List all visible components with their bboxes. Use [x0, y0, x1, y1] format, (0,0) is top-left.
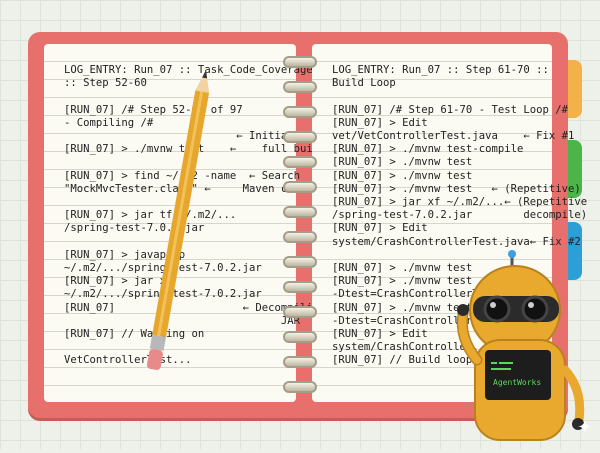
log-line: Build Loop	[332, 77, 396, 90]
log-line: VetControllerTest...	[64, 354, 192, 367]
spiral-ring	[283, 331, 317, 343]
log-line: [RUN_07] > ./mvnw test ← (Repetitive)	[332, 182, 581, 195]
spiral-ring	[283, 256, 317, 268]
log-line: [RUN_07] > ./mvnw test	[332, 301, 473, 314]
spiral-ring	[283, 206, 317, 218]
pencil-icon	[146, 70, 210, 370]
log-line: -Dtest=CrashControllerTest	[332, 314, 498, 327]
log-line: LOG_ENTRY: Run_07 :: Task_Code_Coverage	[64, 64, 313, 76]
log-line: [RUN_07] > ./mvnw test ← full build	[64, 143, 326, 156]
log-line: JAR	[64, 314, 300, 327]
log-line	[64, 90, 290, 103]
right-page-log-text: LOG_ENTRY: Run_07 :: Step 61-70 ::Build …	[332, 64, 588, 368]
left-page: LOG_ENTRY: Run_07 :: Task_Code_Coverage:…	[44, 44, 326, 402]
spiral-ring	[283, 81, 317, 93]
log-line: [RUN_07] > Edit	[332, 328, 428, 341]
log-line: [RUN_07] > ./mvnw test	[332, 169, 473, 182]
spiral-ring	[283, 181, 317, 193]
spiral-ring	[283, 56, 317, 68]
spiral-ring	[283, 306, 317, 318]
log-line: [RUN_07] > Edit	[332, 222, 428, 235]
log-line: [RUN_07] /# Step 61-70 - Test Loop /#	[332, 103, 568, 116]
spiral-ring	[283, 281, 317, 293]
log-line	[64, 156, 290, 169]
log-line: vet/VetControllerTest.java ← Fix #1	[332, 130, 575, 142]
log-line: :: Step 52-60	[64, 77, 147, 90]
spiral-ring	[283, 381, 317, 393]
log-line: [RUN_07] // Build loop	[332, 354, 473, 367]
log-line	[64, 341, 290, 354]
log-line: system/CrashControllerTest.java← Fix #2	[332, 235, 581, 248]
log-line: [RUN_07] > ./mvnw test-compile	[332, 143, 524, 156]
log-line: - Compiling /#	[64, 116, 154, 129]
log-line: [RUN_07] ← Decompiling	[64, 301, 326, 314]
log-line: [RUN_07] > ./mvnw test	[332, 262, 473, 275]
log-line: /spring-test-7.0.2.jar	[64, 222, 205, 235]
log-line: [RUN_07] > jar tf ~/.m2/...	[64, 209, 237, 222]
log-line	[332, 90, 546, 103]
robot-mascot: AgentWorks	[455, 250, 600, 449]
log-line: [RUN_07] > Edit	[332, 116, 428, 129]
log-line: ~/.m2/.../spring-test-7.0.2.jar	[64, 288, 290, 301]
log-line: -Dtest=CrashControllerTest	[332, 288, 498, 301]
log-line: [RUN_07] // Waiting on	[64, 328, 205, 340]
log-line: LOG_ENTRY: Run_07 :: Step 61-70 ::	[332, 64, 549, 76]
log-line: /spring-test-7.0.2.jar decompile)	[332, 209, 588, 222]
spiral-ring	[283, 231, 317, 243]
log-line: [RUN_07] > jar xf ~/.m2/...← (Repetitive	[332, 196, 588, 209]
log-line: ~/.m2/.../spring-test-7.0.2.jar	[64, 261, 262, 274]
log-line: [RUN_07] /# Step 52-60 of 97	[64, 103, 243, 116]
log-line: system/CrashController...	[332, 341, 492, 354]
sparkle-icon: ✦	[577, 411, 592, 439]
spiral-ring	[283, 156, 317, 168]
spiral-ring	[283, 131, 317, 143]
spiral-ring	[283, 356, 317, 368]
log-line: [RUN_07] > ./mvnw test	[332, 156, 473, 169]
spiral-ring	[283, 106, 317, 118]
log-line: [RUN_07] > ./mvnw test	[332, 275, 473, 288]
log-line: ← Initial	[64, 130, 294, 142]
robot-screen-label: AgentWorks	[493, 378, 542, 387]
